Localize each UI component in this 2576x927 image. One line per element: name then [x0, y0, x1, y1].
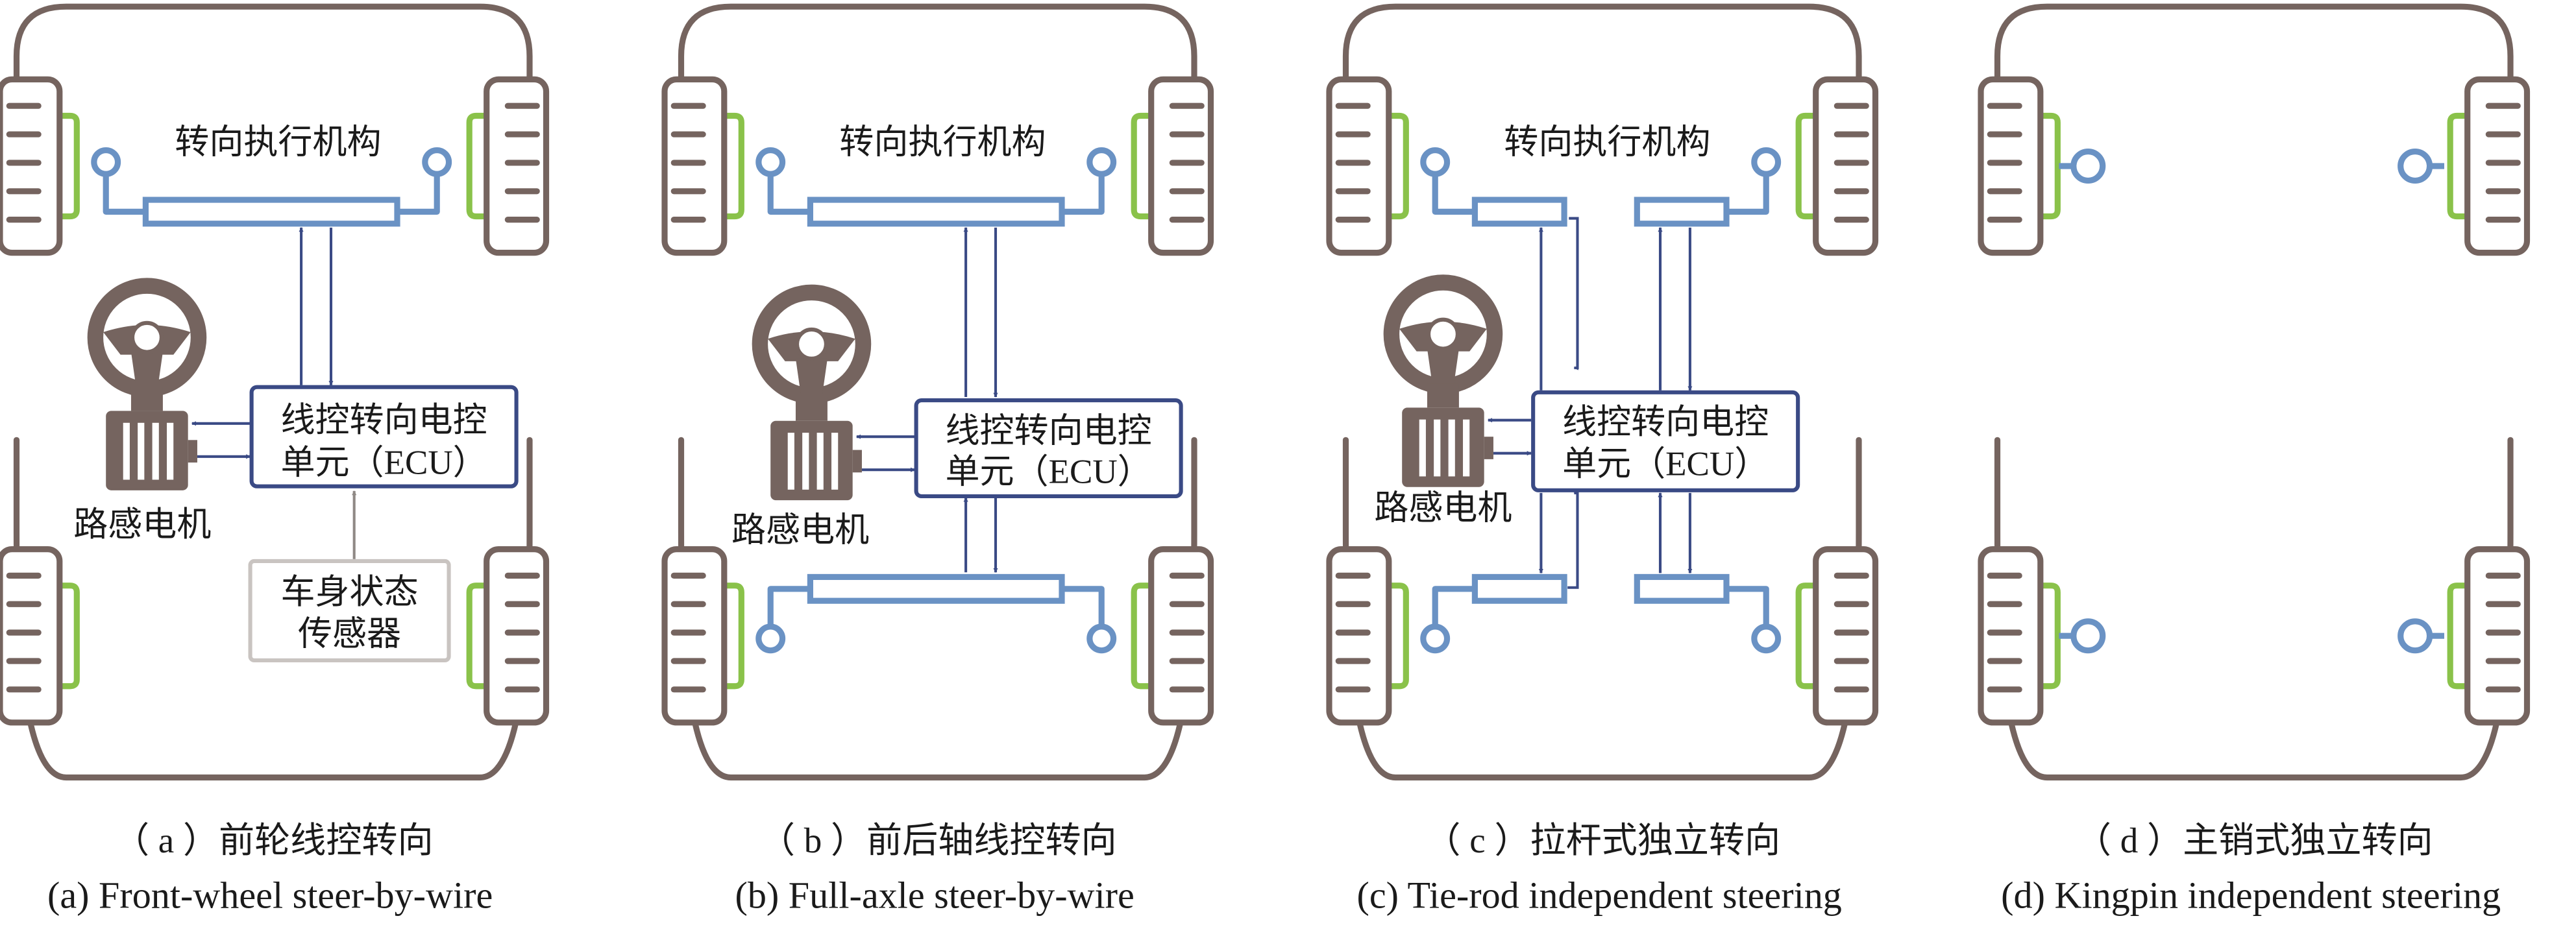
panel-c: 转向执行机构 路感电机 线控转向电控 单元（ECU） （ c ）拉杆式独立转向 …	[1329, 3, 1876, 916]
wheel-front-right	[1151, 79, 1211, 252]
kingpin-pivots	[2059, 148, 2444, 654]
ecu-box	[1531, 390, 1800, 492]
actuator-label: 转向执行机构	[175, 124, 381, 162]
wheel-front-left	[1329, 79, 1389, 252]
signal-arrow-rl-up	[1567, 490, 1579, 589]
panel-title-cn: （ a ）前轮线控转向	[114, 821, 434, 860]
panel-a: 转向执行机构 路感电机 线控转向电控 单元（ECU） 车身状态 传感器 （ a …	[0, 3, 546, 916]
front-steering-linkage	[755, 147, 1117, 227]
ecu-label-line2: 单元（ECU）	[1562, 445, 1769, 483]
wheel-front-left	[0, 79, 60, 252]
panel-title-cn: （ c ）拉杆式独立转向	[1425, 821, 1780, 860]
panel-b: 转向执行机构 路感电机 线控转向电控 单元（ECU） （ b ）前后轴线控转向 …	[665, 3, 1211, 916]
panel-d: （ d ）主销式独立转向 (d) Kingpin independent ste…	[1981, 3, 2527, 916]
motor-label: 路感电机	[1374, 490, 1512, 527]
wheel-front-right	[2468, 79, 2527, 252]
ecu-box	[249, 385, 519, 488]
ecu-label-line1: 线控转向电控	[946, 412, 1152, 450]
panel-title-en: (d) Kingpin independent steering	[2001, 874, 2501, 916]
wheel-rear-left	[665, 549, 724, 723]
vehicle-body-front	[1342, 3, 1862, 222]
wheel-rear-left	[0, 549, 60, 723]
wheel-rear-left	[1329, 549, 1389, 723]
wheel-rear-right	[487, 549, 546, 723]
motor-label: 路感电机	[731, 511, 869, 549]
vehicle-body-front	[1994, 3, 2514, 222]
panel-title-cn: （ b ）前后轴线控转向	[759, 821, 1117, 860]
steering-wheel-icon	[95, 286, 199, 389]
panel-title-en: (c) Tie-rod independent steering	[1356, 874, 1841, 916]
wheel-front-right	[1816, 79, 1876, 252]
ecu-box	[914, 398, 1183, 499]
vehicle-body-rear	[1994, 437, 2514, 781]
wheel-rear-left	[1981, 549, 2041, 723]
wheel-rear-right	[1151, 549, 1211, 723]
wheel-rear-right	[2468, 549, 2527, 723]
vehicle-body-front	[13, 3, 533, 222]
vehicle-body-front	[678, 3, 1197, 222]
wheel-front-right	[487, 79, 546, 252]
wheel-front-left	[1981, 79, 2041, 252]
steering-wheel-icon	[1392, 283, 1495, 386]
sensor-label-line1: 车身状态	[280, 573, 418, 611]
ecu-label-line2: 单元（ECU）	[281, 444, 487, 481]
feel-motor-icon	[106, 387, 197, 490]
steering-wheel-icon	[760, 293, 863, 396]
wheel-rear-right	[1816, 549, 1876, 723]
sensor-label-line2: 传感器	[298, 616, 401, 653]
panel-title-cn: （ d ）主销式独立转向	[2076, 821, 2433, 860]
panel-title-en: (b) Full-axle steer-by-wire	[735, 874, 1134, 916]
motor-label: 路感电机	[73, 506, 211, 544]
ecu-label-line1: 线控转向电控	[281, 402, 487, 439]
sensor-box	[248, 559, 451, 663]
rear-steering-linkage	[755, 573, 1117, 654]
feel-motor-icon	[1402, 383, 1493, 487]
tie-rod-actuators	[1420, 147, 1782, 654]
signal-arrow-fl-down	[1569, 217, 1579, 370]
feel-motor-icon	[770, 397, 862, 501]
ecu-label-line2: 单元（ECU）	[946, 453, 1152, 491]
panel-title-en: (a) Front-wheel steer-by-wire	[47, 874, 493, 916]
actuator-label: 转向执行机构	[839, 124, 1046, 162]
ecu-label-line1: 线控转向电控	[1562, 403, 1769, 441]
front-steering-linkage	[91, 147, 452, 227]
wheel-front-left	[665, 79, 724, 252]
actuator-label: 转向执行机构	[1504, 124, 1710, 162]
